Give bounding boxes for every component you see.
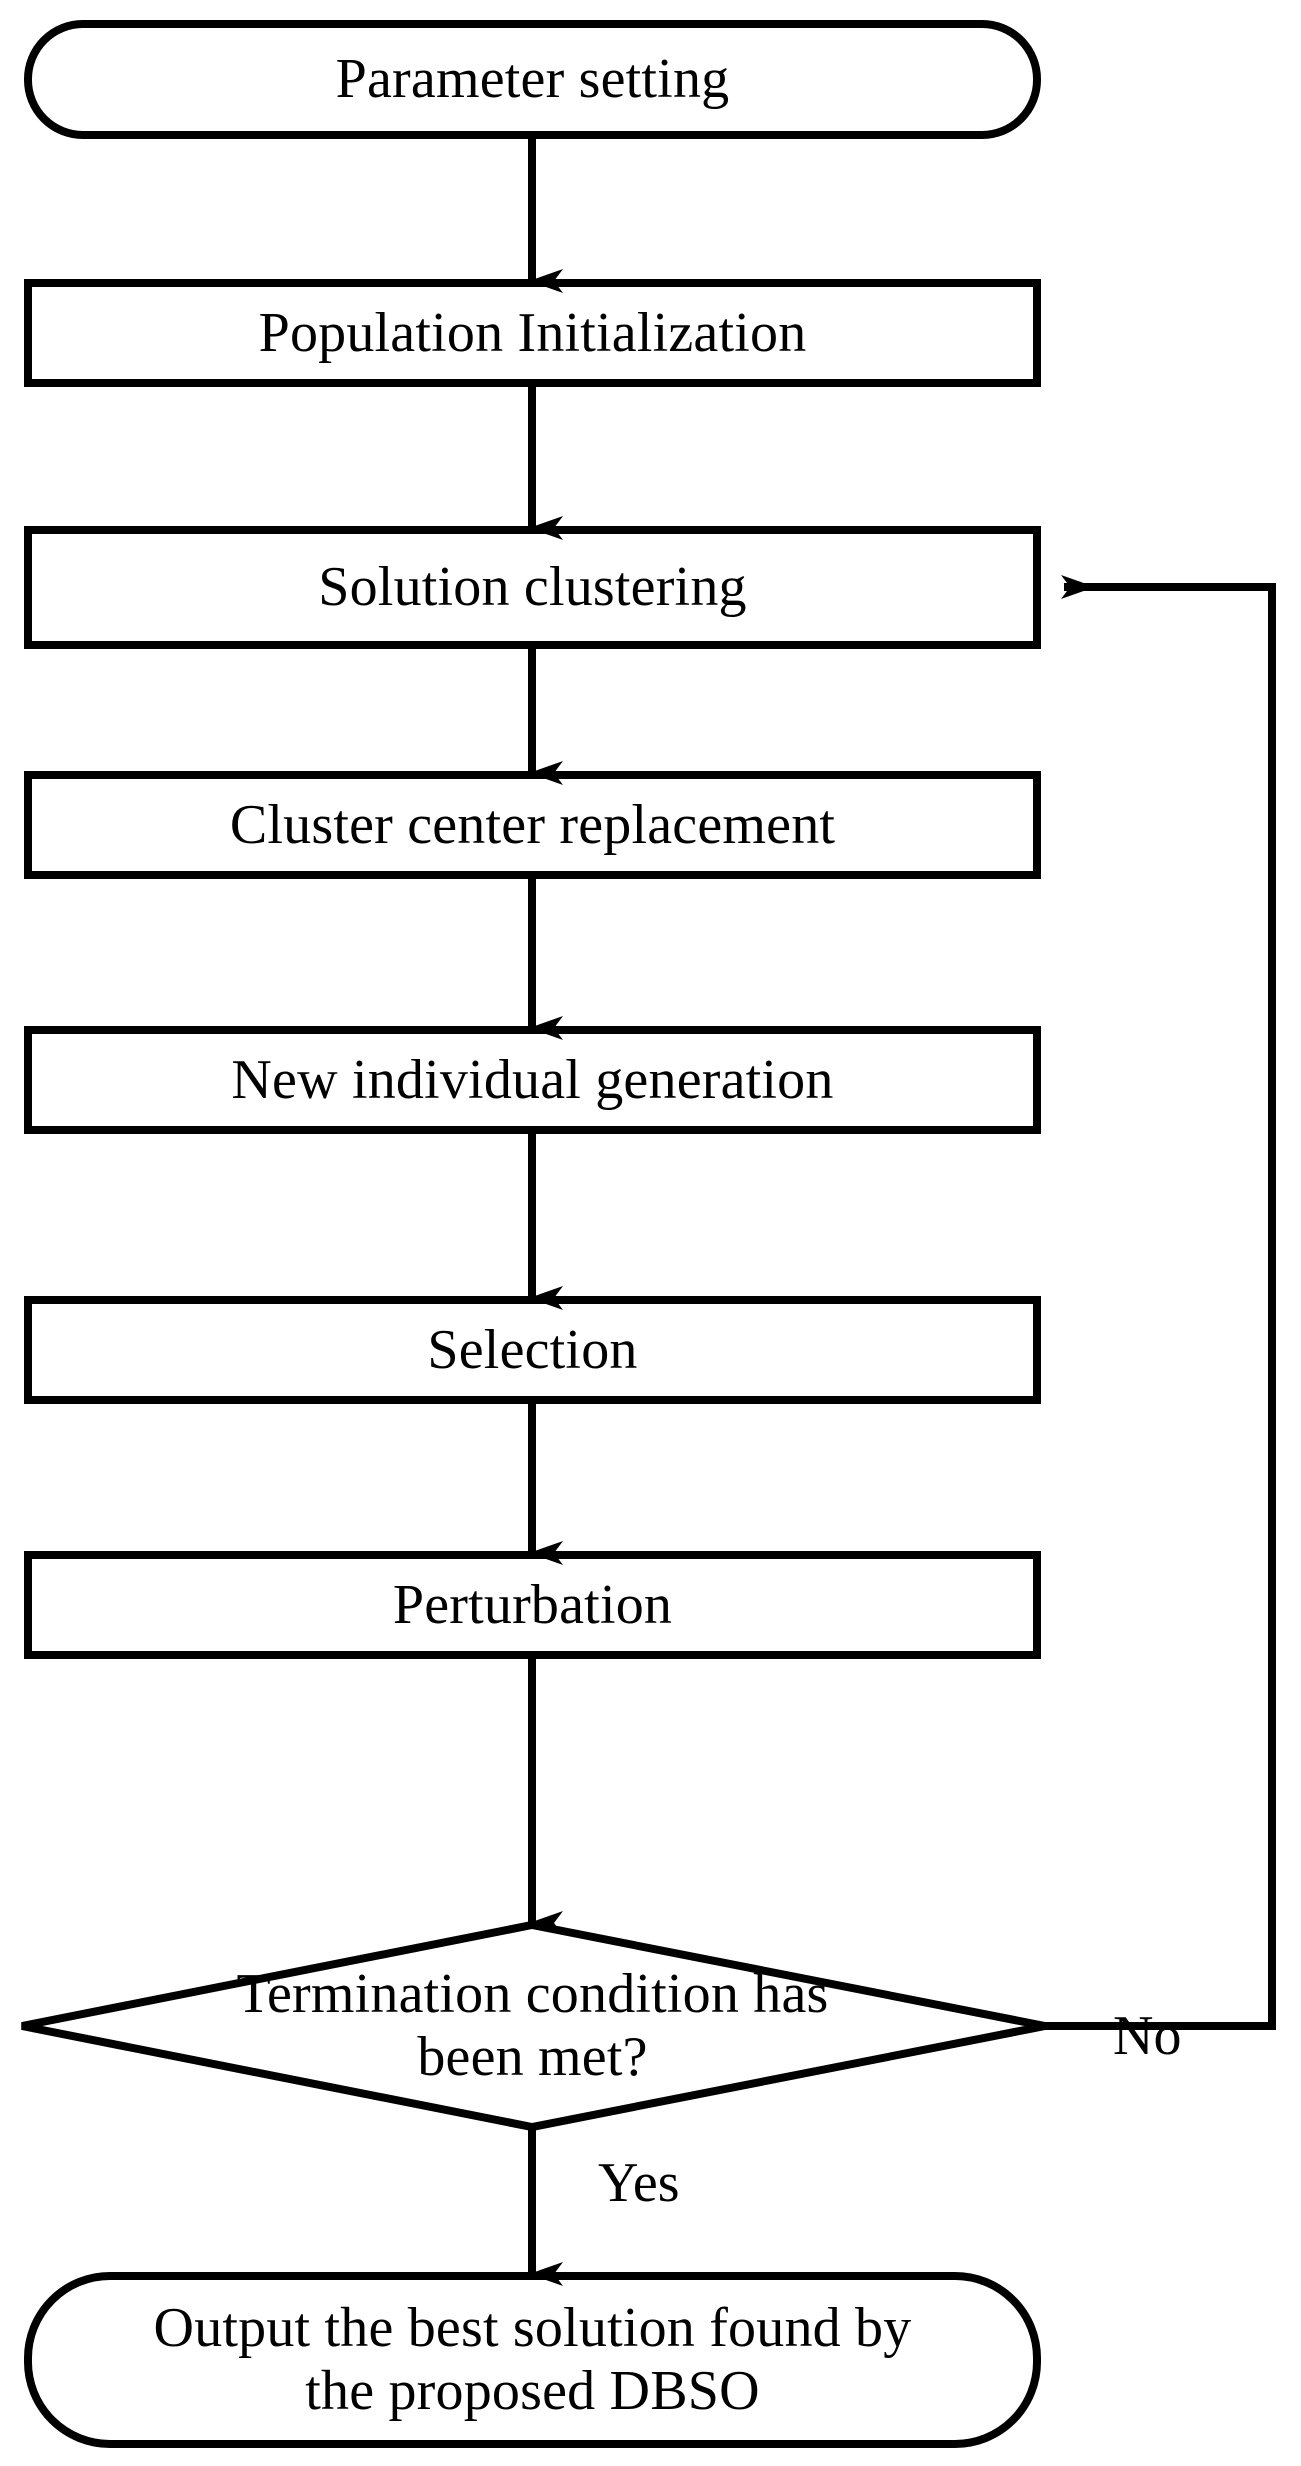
node-shape-start[interactable] xyxy=(24,20,1041,139)
node-shape-new-individual[interactable] xyxy=(24,1026,1041,1134)
node-shape-center-replace[interactable] xyxy=(24,771,1041,879)
node-shape-init[interactable] xyxy=(24,279,1041,387)
connector-decision-no-to-clustering xyxy=(1045,575,1276,2030)
edge-label-no: No xyxy=(1113,2005,1182,2067)
node-shape-selection[interactable] xyxy=(24,1296,1041,1404)
node-shape-decision[interactable] xyxy=(21,1920,1046,2132)
edge-label-yes: Yes xyxy=(598,2152,680,2214)
node-shape-output[interactable] xyxy=(24,2272,1041,2448)
node-shape-perturbation[interactable] xyxy=(24,1551,1041,1659)
node-shape-clustering[interactable] xyxy=(24,526,1041,649)
